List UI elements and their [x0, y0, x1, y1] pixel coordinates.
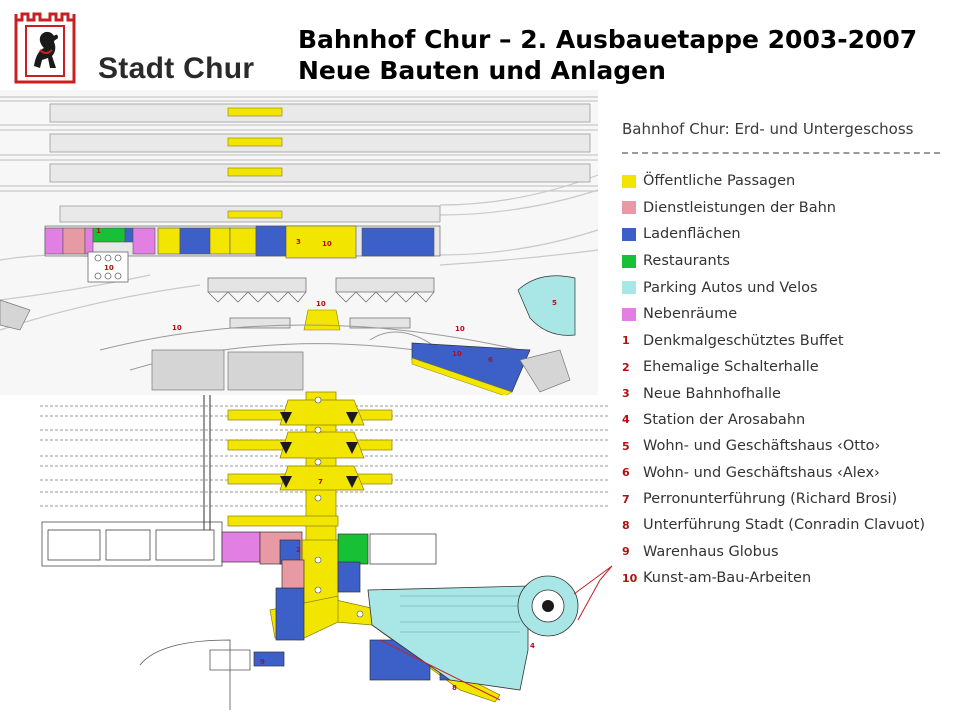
- legend-divider: [622, 152, 940, 154]
- map-label-4: 4: [530, 642, 535, 650]
- legend-category-label: Öffentliche Passagen: [643, 173, 796, 190]
- station-building: [44, 225, 441, 259]
- legend-swatch: [622, 307, 636, 321]
- legend-swatch: [622, 174, 636, 188]
- map-label-9: 9: [260, 658, 265, 666]
- map-label-10b: 10: [322, 240, 332, 248]
- legend-category-label: Restaurants: [643, 253, 730, 270]
- kiosks: [87, 251, 129, 283]
- legend-number: 4: [622, 413, 630, 427]
- map-label-10a: 10: [104, 264, 114, 272]
- station-plan: 10 3 10 10 10 10 6 5 1: [0, 90, 620, 715]
- legend-numbered-label: Unterführung Stadt (Conradin Clavuot): [643, 517, 926, 534]
- map-label-10c: 10: [316, 300, 326, 308]
- legend-category-row: Öffentliche Passagen: [622, 168, 952, 195]
- map-label-10e: 10: [455, 325, 465, 333]
- legend-numbered-label: Wohn- und Geschäftshaus ‹Otto›: [643, 438, 881, 455]
- page-title: Bahnhof Chur – 2. Ausbauetappe 2003-2007…: [298, 24, 917, 86]
- neighbor-buildings: [0, 299, 571, 393]
- city-name: Stadt Chur: [98, 52, 255, 85]
- title-line-2: Neue Bauten und Anlagen: [298, 56, 666, 85]
- legend-number: 1: [622, 334, 630, 348]
- legend-category-row: Nebenräume: [622, 301, 952, 328]
- legend-category-label: Ladenflächen: [643, 226, 741, 243]
- legend-numbered-row: 10 Kunst-am-Bau-Arbeiten: [622, 565, 952, 591]
- legend-swatch: [622, 254, 636, 268]
- legend-number: 7: [622, 492, 630, 506]
- legend-numbered-label: Warenhaus Globus: [643, 543, 779, 560]
- map-label-10d: 10: [172, 324, 182, 332]
- legend-number: 10: [622, 571, 638, 585]
- map-label-1: 1: [96, 227, 101, 235]
- legend-numbered-row: 9 Warenhaus Globus: [622, 539, 952, 565]
- legend-swatch: [622, 281, 636, 295]
- legend-numbered-label: Perronunterführung (Richard Brosi): [643, 491, 898, 508]
- map-label-3: 3: [296, 238, 301, 246]
- legend-numbered-row: 8 Unterführung Stadt (Conradin Clavuot): [622, 512, 952, 538]
- stair-accesses: [280, 412, 358, 488]
- track-lines: [0, 96, 599, 331]
- legend-numbered-row: 4 Station der Arosabahn: [622, 407, 952, 433]
- legend-numbered-label: Denkmalgeschütztes Buffet: [643, 332, 844, 349]
- platforms: [49, 103, 591, 223]
- legend-category-row: Restaurants: [622, 248, 952, 275]
- legend-number: 3: [622, 387, 630, 401]
- legend-numbered-row: 2 Ehemalige Schalterhalle: [622, 354, 952, 380]
- map-label-6: 6: [488, 356, 493, 364]
- legend-numbered-row: 5 Wohn- und Geschäftshaus ‹Otto›: [622, 433, 952, 459]
- legend-numbered-row: 7 Perronunterführung (Richard Brosi): [622, 486, 952, 512]
- bus-canopies: [207, 277, 435, 329]
- legend-numbered-items: 1 Denkmalgeschütztes Buffet 2 Ehemalige Sch…: [622, 328, 952, 592]
- legend-number: 9: [622, 545, 630, 559]
- legend-numbered-label: Station der Arosabahn: [643, 411, 806, 428]
- ground-floor-plan: 10 3 10 10 10 10 6 5 1: [0, 90, 599, 397]
- legend-numbered-row: 6 Wohn- und Geschäftshaus ‹Alex›: [622, 460, 952, 486]
- legend-category-row: Ladenflächen: [622, 221, 952, 248]
- legend-numbered-label: Neue Bahnhofhalle: [643, 385, 781, 402]
- map-label-5: 5: [552, 299, 557, 307]
- legend-title: Bahnhof Chur: Erd- und Untergeschoss: [622, 120, 914, 138]
- legend-numbered-row: 3 Neue Bahnhofhalle: [622, 380, 952, 406]
- map-label-2: 2: [296, 546, 301, 554]
- legend-category-label: Parking Autos und Velos: [643, 279, 818, 296]
- legend-category-label: Dienstleistungen der Bahn: [643, 199, 836, 216]
- left-wing: [41, 521, 303, 567]
- platform-stairs: [227, 107, 283, 219]
- map-label-7: 7: [318, 478, 323, 486]
- legend-swatch: [622, 201, 636, 215]
- underground-plan: 7 9 4 8 2 10: [36, 350, 620, 715]
- legend-numbered-label: Kunst-am-Bau-Arbeiten: [643, 570, 812, 587]
- stadt-chur-coat-of-arms-icon: [14, 12, 76, 84]
- parking-ramp: [517, 565, 613, 637]
- legend-category-row: Dienstleistungen der Bahn: [622, 195, 952, 222]
- legend-category-row: Parking Autos und Velos: [622, 274, 952, 301]
- legend-swatch: [622, 227, 636, 241]
- map-label-10f: 10: [452, 350, 462, 358]
- map-label-8: 8: [452, 684, 457, 692]
- title-line-1: Bahnhof Chur – 2. Ausbauetappe 2003-2007: [298, 25, 918, 54]
- legend-numbered-label: Wohn- und Geschäftshaus ‹Alex›: [643, 464, 880, 481]
- legend-number: 6: [622, 466, 630, 480]
- legend-numbered-row: 1 Denkmalgeschütztes Buffet: [622, 328, 952, 354]
- legend-category-label: Nebenräume: [643, 306, 738, 323]
- legend-numbered-label: Ehemalige Schalterhalle: [643, 359, 819, 376]
- legend-number: 5: [622, 439, 630, 453]
- legend-number: 8: [622, 518, 630, 532]
- legend: Bahnhof Chur: Erd- und Untergeschoss Öff…: [622, 118, 952, 591]
- legend-number: 2: [622, 360, 630, 374]
